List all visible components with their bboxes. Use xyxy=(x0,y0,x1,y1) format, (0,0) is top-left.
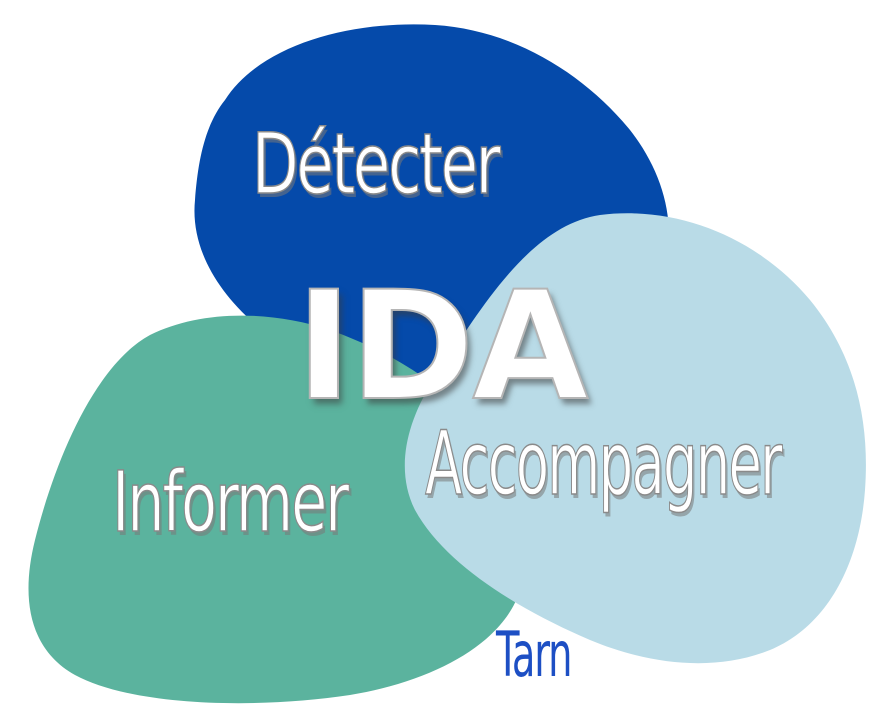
accompagner-word: Accompagner xyxy=(425,412,783,515)
ida-title: IDA xyxy=(295,260,589,434)
region-label: Tarn xyxy=(496,618,572,691)
accompagner-blob xyxy=(404,213,866,664)
informer-word: Informer xyxy=(111,453,349,551)
detecter-word: Détecter xyxy=(251,115,501,213)
informer-blob xyxy=(28,315,525,704)
